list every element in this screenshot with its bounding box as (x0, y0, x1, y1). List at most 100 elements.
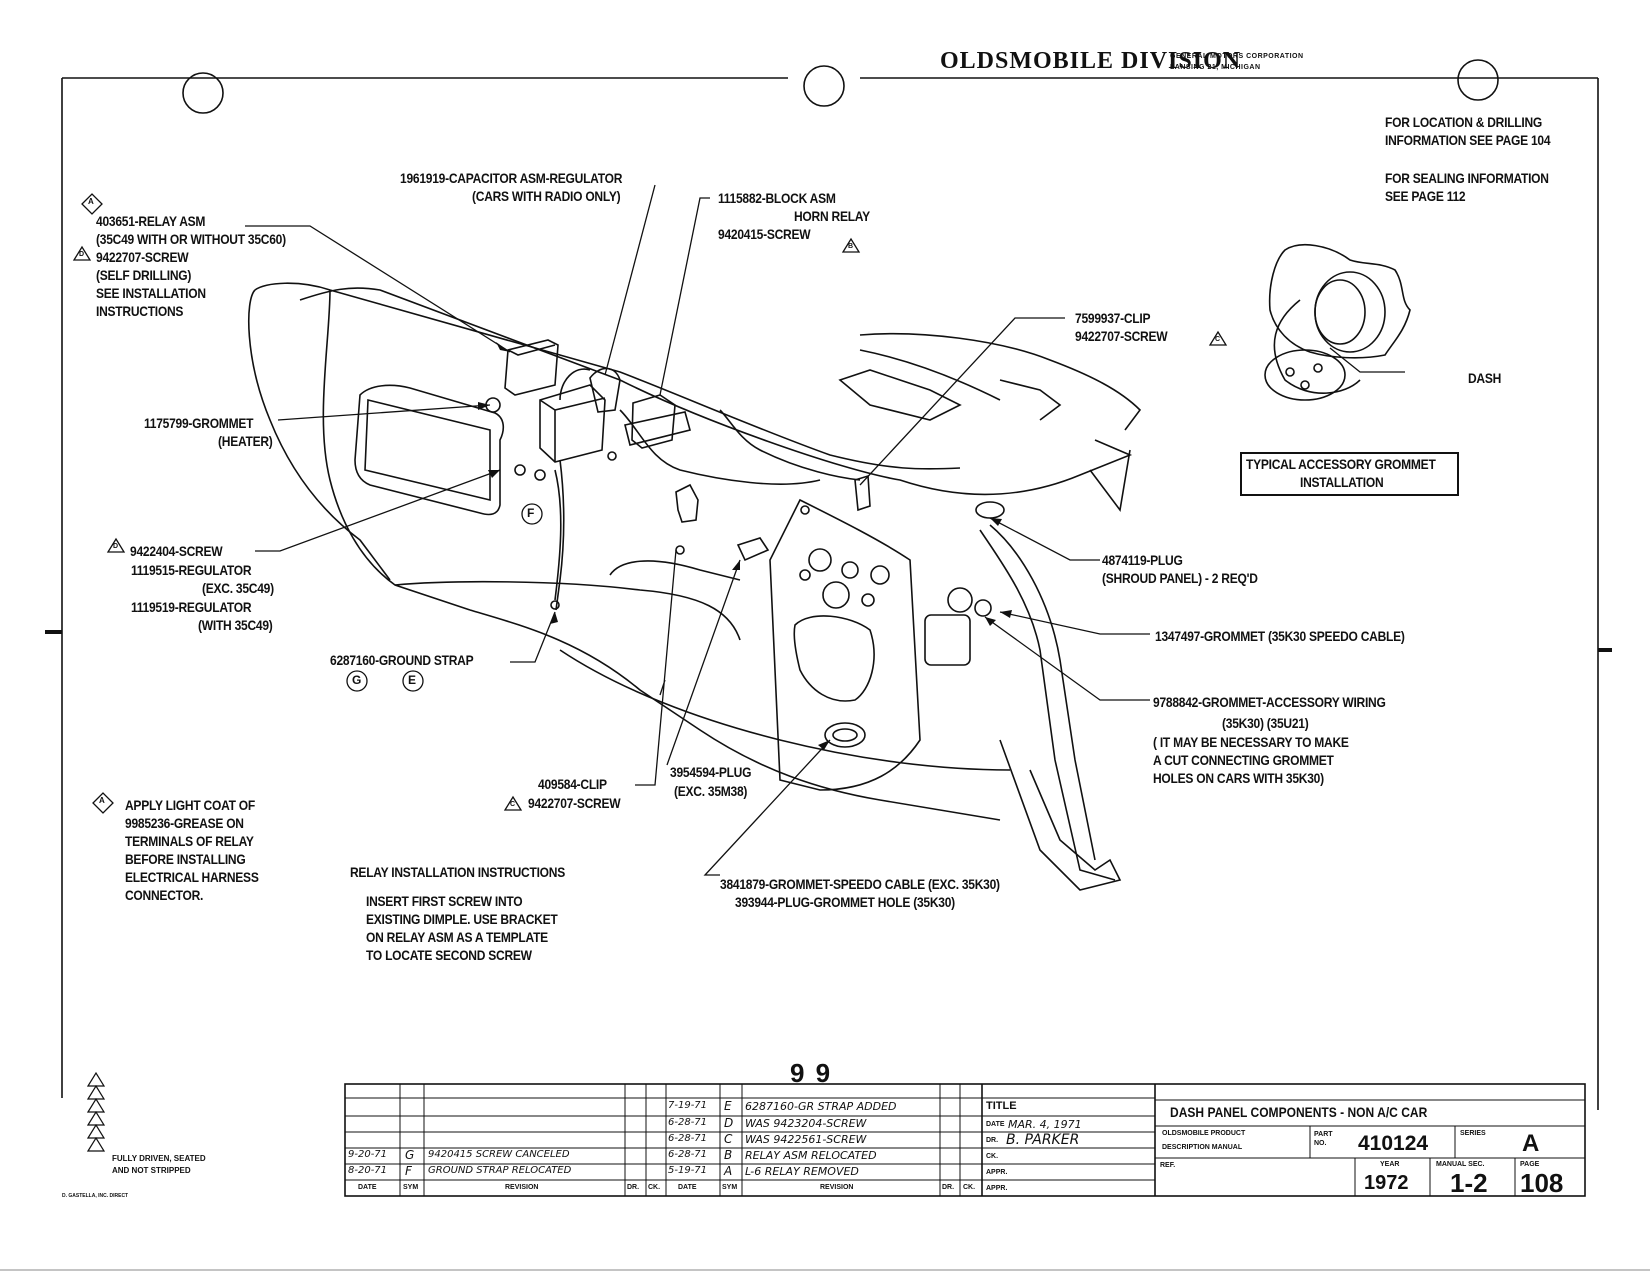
manual-label: MANUAL SEC. (1436, 1161, 1485, 1168)
rev-right-date-d: 6-28-71 (668, 1117, 708, 1128)
marker-g-circle (346, 670, 368, 692)
plug-3954594 (736, 537, 770, 562)
rev-left-text-g: 9420415 SCREW CANCELED (428, 1149, 570, 1160)
callout-plug-shroud-2: (SHROUD PANEL) - 2 REQ'D (1102, 570, 1258, 586)
rev-left-text-f: GROUND STRAP RELOCATED (428, 1165, 572, 1176)
note-sealing-1: FOR SEALING INFORMATION (1385, 170, 1549, 186)
callout-relay-3: 9422707-SCREW (96, 249, 189, 265)
manual-value: 1-2 (1450, 1168, 1488, 1198)
clip-409584 (675, 483, 699, 523)
callout-screw-reg-4: 1119519-REGULATOR (131, 599, 252, 615)
callout-block-3: 9420415-SCREW (718, 226, 811, 242)
callout-clip-bottom-2: 9422707-SCREW (528, 795, 621, 811)
year-value: 1972 (1364, 1172, 1409, 1194)
typical-grommet-2: INSTALLATION (1300, 474, 1384, 490)
callout-relay-6: INSTRUCTIONS (96, 303, 184, 319)
legend-note-2: AND NOT STRIPPED (112, 1166, 191, 1175)
printer-credit: D. GASTELLA, INC. DIRECT (62, 1193, 129, 1199)
note-location-1: FOR LOCATION & DRILLING (1385, 114, 1543, 130)
rev-right-hdr-rev: REVISION (820, 1184, 854, 1191)
marker-e-circle (402, 670, 424, 692)
ck-label: CK. (986, 1153, 999, 1160)
dash-panel-outline (299, 287, 1133, 496)
callout-screw-reg-5: (WITH 35C49) (198, 617, 273, 633)
triangle-c-clip (503, 795, 523, 811)
rev-left-sym-g: G (405, 1148, 415, 1162)
triangle-b-screw (841, 237, 861, 253)
typical-grommet-box: TYPICAL ACCESSORY GROMMET INSTALLATION (1240, 452, 1459, 496)
sym-c-clip: C (510, 801, 516, 808)
rev-right-text-d: WAS 9423204-SCREW (745, 1117, 867, 1130)
title-label: TITLE (986, 1100, 1017, 1112)
part-number: 410124 (1358, 1132, 1429, 1155)
rev-left-hdr-dr: DR. (627, 1184, 640, 1191)
drawing-date: MAR. 4, 1971 (1008, 1118, 1082, 1131)
rev-right-date-b: 6-28-71 (668, 1149, 708, 1160)
callout-screw-reg-2: 1119515-REGULATOR (131, 562, 252, 578)
page-label: PAGE (1520, 1161, 1540, 1168)
callout-block-2: HORN RELAY (794, 208, 870, 224)
callout-accessory-3: ( IT MAY BE NECESSARY TO MAKE (1153, 734, 1349, 750)
page-center-number: 9 9 (790, 1058, 833, 1088)
accessory-grommet (947, 587, 973, 613)
grease-note-5: ELECTRICAL HARNESS (125, 869, 259, 885)
sym-a-grease: A (99, 796, 105, 805)
legend-note-1: FULLY DRIVEN, SEATED (112, 1154, 206, 1163)
product-line-1: OLDSMOBILE PRODUCT (1162, 1130, 1246, 1137)
diamond-a-grease (92, 792, 114, 814)
rev-left-date-g: 9-20-71 (348, 1149, 388, 1160)
sym-a-relay: A (88, 197, 94, 206)
sym-d-screw: D (79, 251, 85, 258)
speedo-grommet (824, 722, 866, 748)
callout-accessory-5: HOLES ON CARS WITH 35K30) (1153, 770, 1324, 786)
appr-label: APPR. (986, 1169, 1008, 1176)
series-value: A (1522, 1130, 1540, 1157)
heater-opening (354, 384, 505, 516)
grease-note-2: 9985236-GREASE ON (125, 815, 244, 831)
date-label: DATE (986, 1121, 1005, 1128)
relay-asm (504, 339, 559, 396)
year-label: YEAR (1380, 1161, 1400, 1168)
title-block-box (344, 1083, 1586, 1197)
relay-instr-title: RELAY INSTALLATION INSTRUCTIONS (350, 864, 565, 880)
part-label: PART NO. (1314, 1131, 1333, 1147)
triangle-c-screw (1208, 330, 1228, 346)
typical-grommet-1: TYPICAL ACCESSORY GROMMET (1246, 456, 1436, 472)
callout-grommet-heater-2: (HEATER) (218, 433, 273, 449)
drawing-title: DASH PANEL COMPONENTS - NON A/C CAR (1170, 1104, 1428, 1120)
callout-accessory-4: A CUT CONNECTING GROMMET (1153, 752, 1334, 768)
dr-label: DR. (986, 1137, 999, 1144)
callout-capacitor-2: (CARS WITH RADIO ONLY) (472, 188, 621, 204)
callout-accessory-1: 9788842-GROMMET-ACCESSORY WIRING (1153, 694, 1386, 710)
rev-right-text-e: 6287160-GR STRAP ADDED (745, 1100, 897, 1113)
note-sealing-2: SEE PAGE 112 (1385, 188, 1466, 204)
callout-relay-1: 403651-RELAY ASM (96, 213, 206, 229)
rev-right-text-a: L-6 RELAY REMOVED (745, 1165, 859, 1178)
relay-instr-4: TO LOCATE SECOND SCREW (366, 947, 532, 963)
note-location-2: INFORMATION SEE PAGE 104 (1385, 132, 1551, 148)
relay-instr-2: EXISTING DIMPLE. USE BRACKET (366, 911, 558, 927)
marker-g: G (352, 673, 362, 687)
rev-left-hdr-sym: SYM (403, 1184, 419, 1191)
callout-screw-reg-3: (EXC. 35C49) (202, 580, 274, 596)
rev-right-date-c: 6-28-71 (668, 1133, 708, 1144)
grease-note-1: APPLY LIGHT COAT OF (125, 797, 256, 813)
callout-clip-bottom-1: 409584-CLIP (538, 776, 607, 792)
rev-left-sym-f: F (405, 1164, 412, 1178)
grease-note-3: TERMINALS OF RELAY (125, 833, 254, 849)
marker-e: E (408, 673, 417, 687)
rev-right-hdr-dr: DR. (942, 1184, 955, 1191)
appr2-label: APPR. (986, 1185, 1008, 1192)
rev-left-hdr-date: DATE (358, 1184, 377, 1191)
sym-b-screw: B (848, 243, 854, 250)
rev-left-date-f: 8-20-71 (348, 1165, 388, 1176)
callout-grommet-speedo-2: 393944-PLUG-GROMMET HOLE (35K30) (735, 894, 955, 910)
callout-relay-2: (35C49 WITH OR WITHOUT 35C60) (96, 231, 286, 247)
grease-note-6: CONNECTOR. (125, 887, 204, 903)
callout-plug-3954594-2: (EXC. 35M38) (674, 783, 748, 799)
rev-right-sym-a: A (724, 1164, 733, 1178)
callout-capacitor-1: 1961919-CAPACITOR ASM-REGULATOR (400, 170, 623, 186)
rev-right-hdr-sym: SYM (722, 1184, 738, 1191)
diamond-a-relay (81, 193, 103, 215)
callout-screw-reg-1: 9422404-SCREW (130, 543, 223, 559)
